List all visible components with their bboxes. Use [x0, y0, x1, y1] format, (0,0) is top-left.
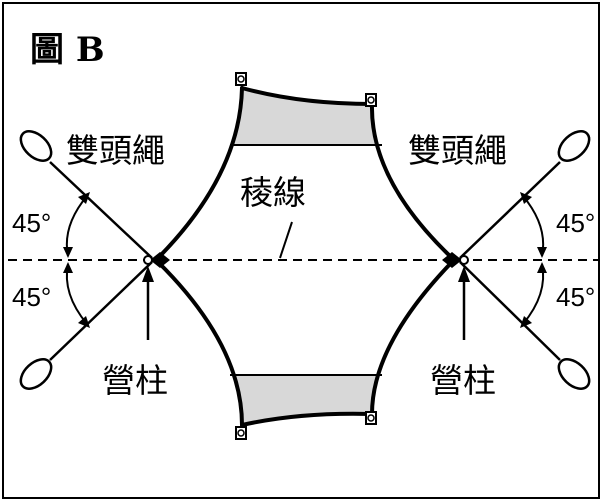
- corner-grommet-top-right: [367, 96, 375, 104]
- tarp-bottom-edge: [240, 411, 374, 427]
- right-tie-knot: [442, 252, 462, 268]
- top-shaded-region: [234, 88, 378, 145]
- corner-grommet-bottom-right: [367, 414, 375, 422]
- double-rope-label-right: 雙頭繩: [408, 131, 507, 170]
- angle-label-upper-left: 45°: [12, 208, 51, 238]
- left-rope-lower-line: [49, 261, 153, 361]
- tarp-lower-right-edge: [370, 260, 454, 416]
- corner-grommet-top-left: [237, 75, 245, 83]
- right-upper-arrowhead: [520, 192, 532, 204]
- ridge-label-leader: [279, 221, 293, 259]
- figure-title: 圖 B: [30, 30, 105, 70]
- tent-pole-label-left: 營柱: [102, 361, 168, 400]
- right-upper-arrowhead-base: [537, 247, 547, 258]
- right-pole-point: [459, 255, 469, 265]
- left-lower-arrowhead: [78, 316, 90, 328]
- ridge-line-label: 稜線: [240, 173, 306, 212]
- tarp-upper-right-edge: [369, 102, 454, 260]
- left-lower-arrowhead-top: [63, 262, 73, 273]
- right-pole-arrowhead: [458, 266, 470, 282]
- right-lower-arrowhead: [520, 316, 532, 328]
- left-rope-lower-loop: [19, 358, 53, 390]
- left-tie-knot: [150, 252, 170, 268]
- left-upper-arrowhead-base: [63, 247, 73, 258]
- angle-label-lower-right: 45°: [556, 282, 595, 312]
- left-pole-point: [143, 255, 153, 265]
- angle-label-upper-right: 45°: [556, 208, 595, 238]
- double-rope-label-left: 雙頭繩: [66, 131, 165, 170]
- tent-pole-label-right: 營柱: [430, 361, 496, 400]
- right-lower-arrowhead-top: [537, 262, 547, 273]
- right-rope-upper-line: [459, 161, 561, 259]
- right-rope-lower-loop: [557, 358, 591, 390]
- left-rope-upper-line: [49, 161, 153, 259]
- tarp-lower-left-edge: [156, 260, 244, 427]
- tarp-top-edge: [240, 86, 374, 106]
- tarp-upper-left-edge: [156, 86, 244, 260]
- right-rope-upper-loop: [557, 130, 591, 162]
- left-rope-upper-loop: [19, 130, 53, 162]
- angle-label-lower-left: 45°: [12, 282, 51, 312]
- corner-grommet-bottom-left: [237, 429, 245, 437]
- left-pole-arrowhead: [142, 266, 154, 282]
- right-rope-lower-line: [459, 261, 561, 361]
- left-upper-arrowhead: [78, 192, 90, 204]
